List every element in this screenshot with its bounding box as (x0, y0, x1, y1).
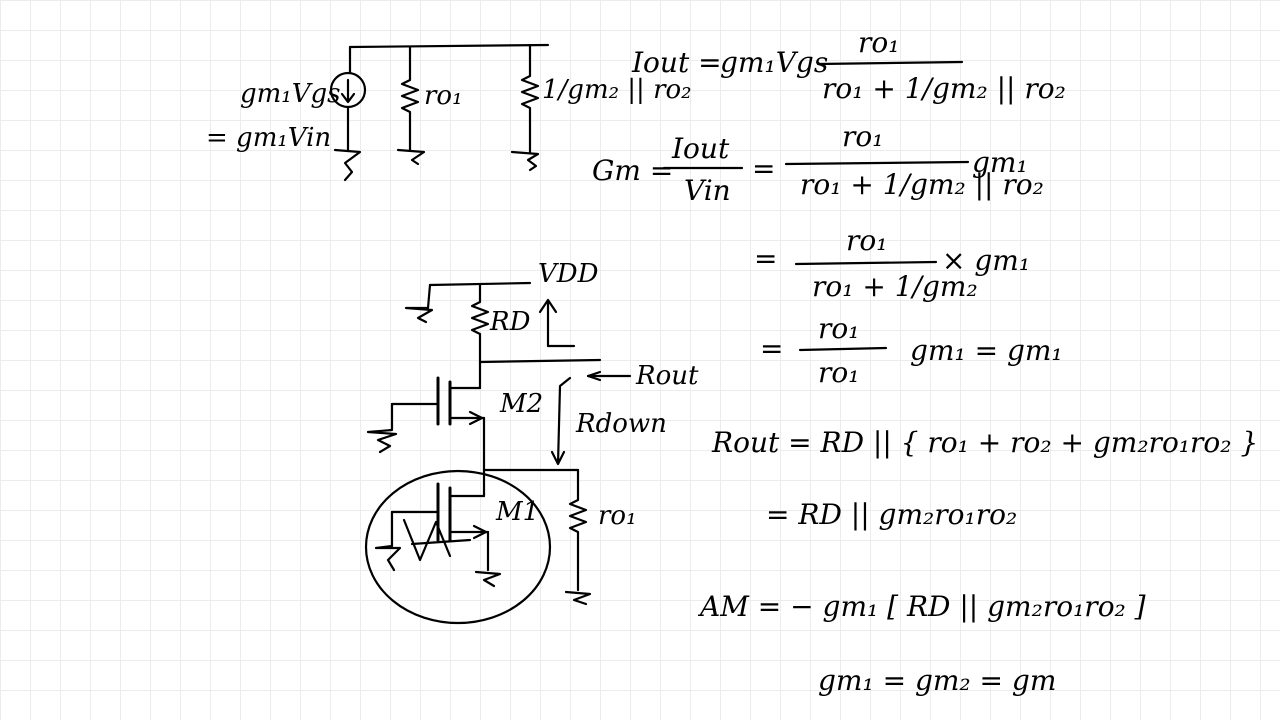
rdown-arrow-icon (550, 376, 572, 466)
fraction-bar (816, 60, 964, 66)
gm-frac-num: Iout (671, 132, 730, 165)
output-wire (478, 358, 602, 364)
iout-factor: gm₁Vgs (720, 46, 828, 79)
gm-denominator: ro₁ + 1/gm₂ || ro₂ (800, 168, 1044, 201)
ground-icon (333, 148, 362, 182)
iout-numerator: ro₁ (858, 26, 899, 59)
ground-icon (404, 283, 434, 324)
step2-equals: = (754, 242, 777, 275)
ro1-label: ro₁ (598, 501, 637, 531)
arrow-head-icon (340, 92, 356, 104)
scribble-line (410, 538, 472, 546)
gm-numerator: ro₁ (842, 120, 883, 153)
resistor-ro1-icon (568, 468, 588, 592)
arrow-up-icon (538, 298, 558, 348)
step3-numerator: ro₁ (818, 312, 859, 345)
scribble-mark (402, 518, 452, 562)
ground-icon (564, 590, 592, 606)
step2-numerator: ro₁ (846, 224, 887, 257)
m2-arrow-icon (468, 410, 484, 426)
ground-icon (366, 402, 398, 454)
fraction-bar (794, 260, 938, 266)
iout-denominator: ro₁ + 1/gm₂ || ro₂ (822, 72, 1066, 105)
ground-icon (396, 148, 426, 166)
step3-equals: = (760, 332, 783, 365)
gm-equals: = (752, 152, 775, 185)
ro1-label: ro₁ (424, 81, 463, 111)
small-signal-model: gm₁Vgs = gm₁Vin ro₁ 1/gm₂ || ro₂ (206, 43, 692, 182)
step3-denominator: ro₁ (818, 356, 859, 389)
highlight-circle (364, 469, 552, 625)
cascode-circuit: VDD RD Rout M2 Rdown M1 ro₁ (364, 259, 699, 625)
rout-equation-2: = RD || gm₂ro₁ro₂ (766, 498, 1017, 531)
resistor-ro1-icon (400, 45, 420, 152)
gm-lhs: Gm = (592, 154, 673, 187)
m1-arrow-icon (472, 524, 488, 540)
fraction-bar (784, 160, 970, 166)
am-equation: AM = − gm₁ [ RD || gm₂ro₁ro₂ ] (697, 590, 1146, 623)
top-rail (348, 43, 550, 49)
vdd-label: VDD (538, 259, 599, 289)
rd-label: RD (489, 307, 531, 337)
rout-label: Rout (635, 361, 699, 391)
rdown-label: Rdown (575, 409, 667, 439)
resistor-rd-icon (470, 283, 490, 364)
iout-lhs: Iout = (631, 46, 722, 79)
load-label: 1/gm₂ || ro₂ (542, 75, 692, 105)
ground-icon (510, 150, 540, 172)
m2-label: M2 (499, 389, 543, 419)
rout-equation: Rout = RD || { ro₁ + ro₂ + gm₂ro₁ro₂ } (711, 426, 1258, 459)
m1-label: M1 (495, 497, 539, 527)
gm-factor: gm₁ (972, 146, 1028, 179)
equations: Iout = gm₁Vgs ro₁ ro₁ + 1/gm₂ || ro₂ Gm … (592, 26, 1258, 697)
source-label-2: = gm₁Vin (206, 123, 331, 153)
step2-factor: × gm₁ (942, 244, 1030, 277)
step3-result: gm₁ = gm₁ (910, 334, 1063, 367)
step2-denominator: ro₁ + 1/gm₂ (812, 270, 978, 303)
source-label: gm₁Vgs (240, 79, 340, 109)
fraction-bar (798, 346, 888, 352)
gm-equality: gm₁ = gm₂ = gm (818, 664, 1056, 697)
gm-frac-den: Vin (684, 174, 731, 207)
resistor-load-icon (520, 43, 540, 154)
ground-icon (374, 510, 402, 572)
ground-icon (474, 570, 502, 588)
